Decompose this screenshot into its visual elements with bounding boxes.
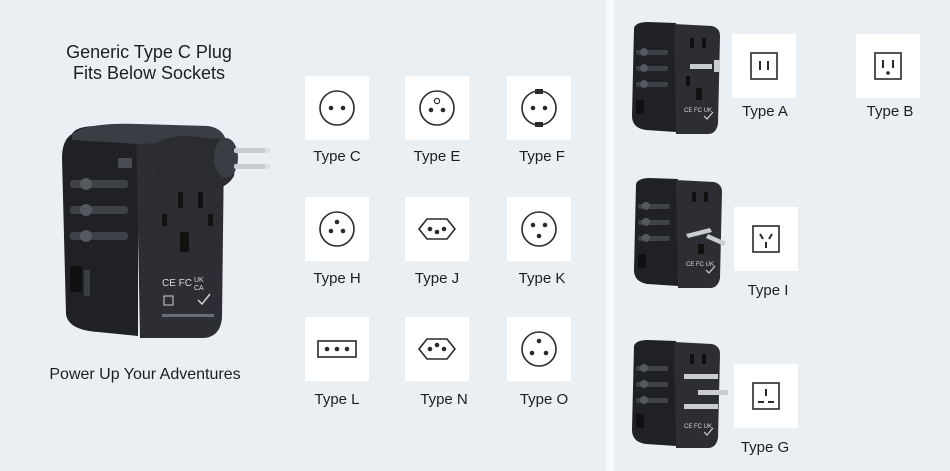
socket-type-n-icon <box>417 338 457 360</box>
label-type-c: Type C <box>313 148 361 165</box>
socket-type-c-icon <box>319 90 355 126</box>
label-type-f: Type F <box>519 148 565 165</box>
socket-tile-type-k <box>507 197 571 261</box>
travel-adapter-type-a-image: CE FC UK <box>632 22 720 134</box>
left-panel: Generic Type C Plug Fits Below Sockets <box>38 42 571 408</box>
svg-text:CE FC UK: CE FC UK <box>684 108 712 114</box>
label-type-j: Type J <box>414 270 460 287</box>
label-type-b: Type B <box>866 103 914 120</box>
socket-type-a-icon <box>750 52 778 80</box>
socket-type-h-icon <box>319 211 355 247</box>
socket-tile-type-f <box>507 76 571 140</box>
svg-text:CE FC UK: CE FC UK <box>686 262 714 268</box>
socket-tile-type-e <box>405 76 469 140</box>
socket-type-b-icon <box>874 52 902 80</box>
socket-tile-type-a <box>732 34 796 98</box>
svg-text:CA: CA <box>194 285 204 292</box>
tagline: Power Up Your Adventures <box>49 366 241 383</box>
headline: Generic Type C Plug Fits Below Sockets <box>38 42 260 84</box>
socket-tile-type-h <box>305 197 369 261</box>
panel-divider <box>606 0 614 471</box>
svg-text:CE FC UK: CE FC UK <box>684 424 712 430</box>
label-type-n: Type N <box>420 391 468 408</box>
label-type-e: Type E <box>413 148 461 165</box>
headline-line-2: Fits Below Sockets <box>72 63 226 83</box>
travel-adapter-type-c-image: CE FC UK CA <box>62 123 271 338</box>
svg-text:CE FC: CE FC <box>162 278 192 289</box>
socket-type-k-icon <box>521 211 557 247</box>
label-type-h: Type H <box>313 270 361 287</box>
svg-text:UK: UK <box>194 277 204 284</box>
label-type-o: Type O <box>519 391 569 408</box>
travel-adapter-type-i-image: CE FC UK <box>634 178 726 288</box>
right-panel: CE FC UK Type A Type B <box>614 0 950 471</box>
socket-tile-type-o <box>507 317 571 381</box>
socket-tile-type-j <box>405 197 469 261</box>
socket-tile-type-l <box>305 317 369 381</box>
headline-line-1: Generic Type C Plug <box>66 42 232 62</box>
socket-type-f-icon <box>521 89 557 127</box>
socket-tile-type-g <box>734 364 798 428</box>
socket-tile-type-n <box>405 317 469 381</box>
label-type-l: Type L <box>314 391 360 408</box>
label-type-g: Type G <box>740 439 790 456</box>
socket-tile-type-i <box>734 207 798 271</box>
label-type-i: Type I <box>747 282 789 299</box>
socket-type-l-icon <box>317 340 357 358</box>
socket-type-e-icon <box>419 90 455 126</box>
socket-type-o-icon <box>521 331 557 367</box>
socket-tile-type-c <box>305 76 369 140</box>
socket-type-i-icon <box>752 225 780 253</box>
label-type-a: Type A <box>742 103 788 120</box>
socket-type-j-icon <box>417 218 457 240</box>
label-type-k: Type K <box>518 270 566 287</box>
socket-tile-type-b <box>856 34 920 98</box>
travel-adapter-type-g-image: CE FC UK <box>632 340 728 448</box>
socket-type-g-icon <box>752 382 780 410</box>
